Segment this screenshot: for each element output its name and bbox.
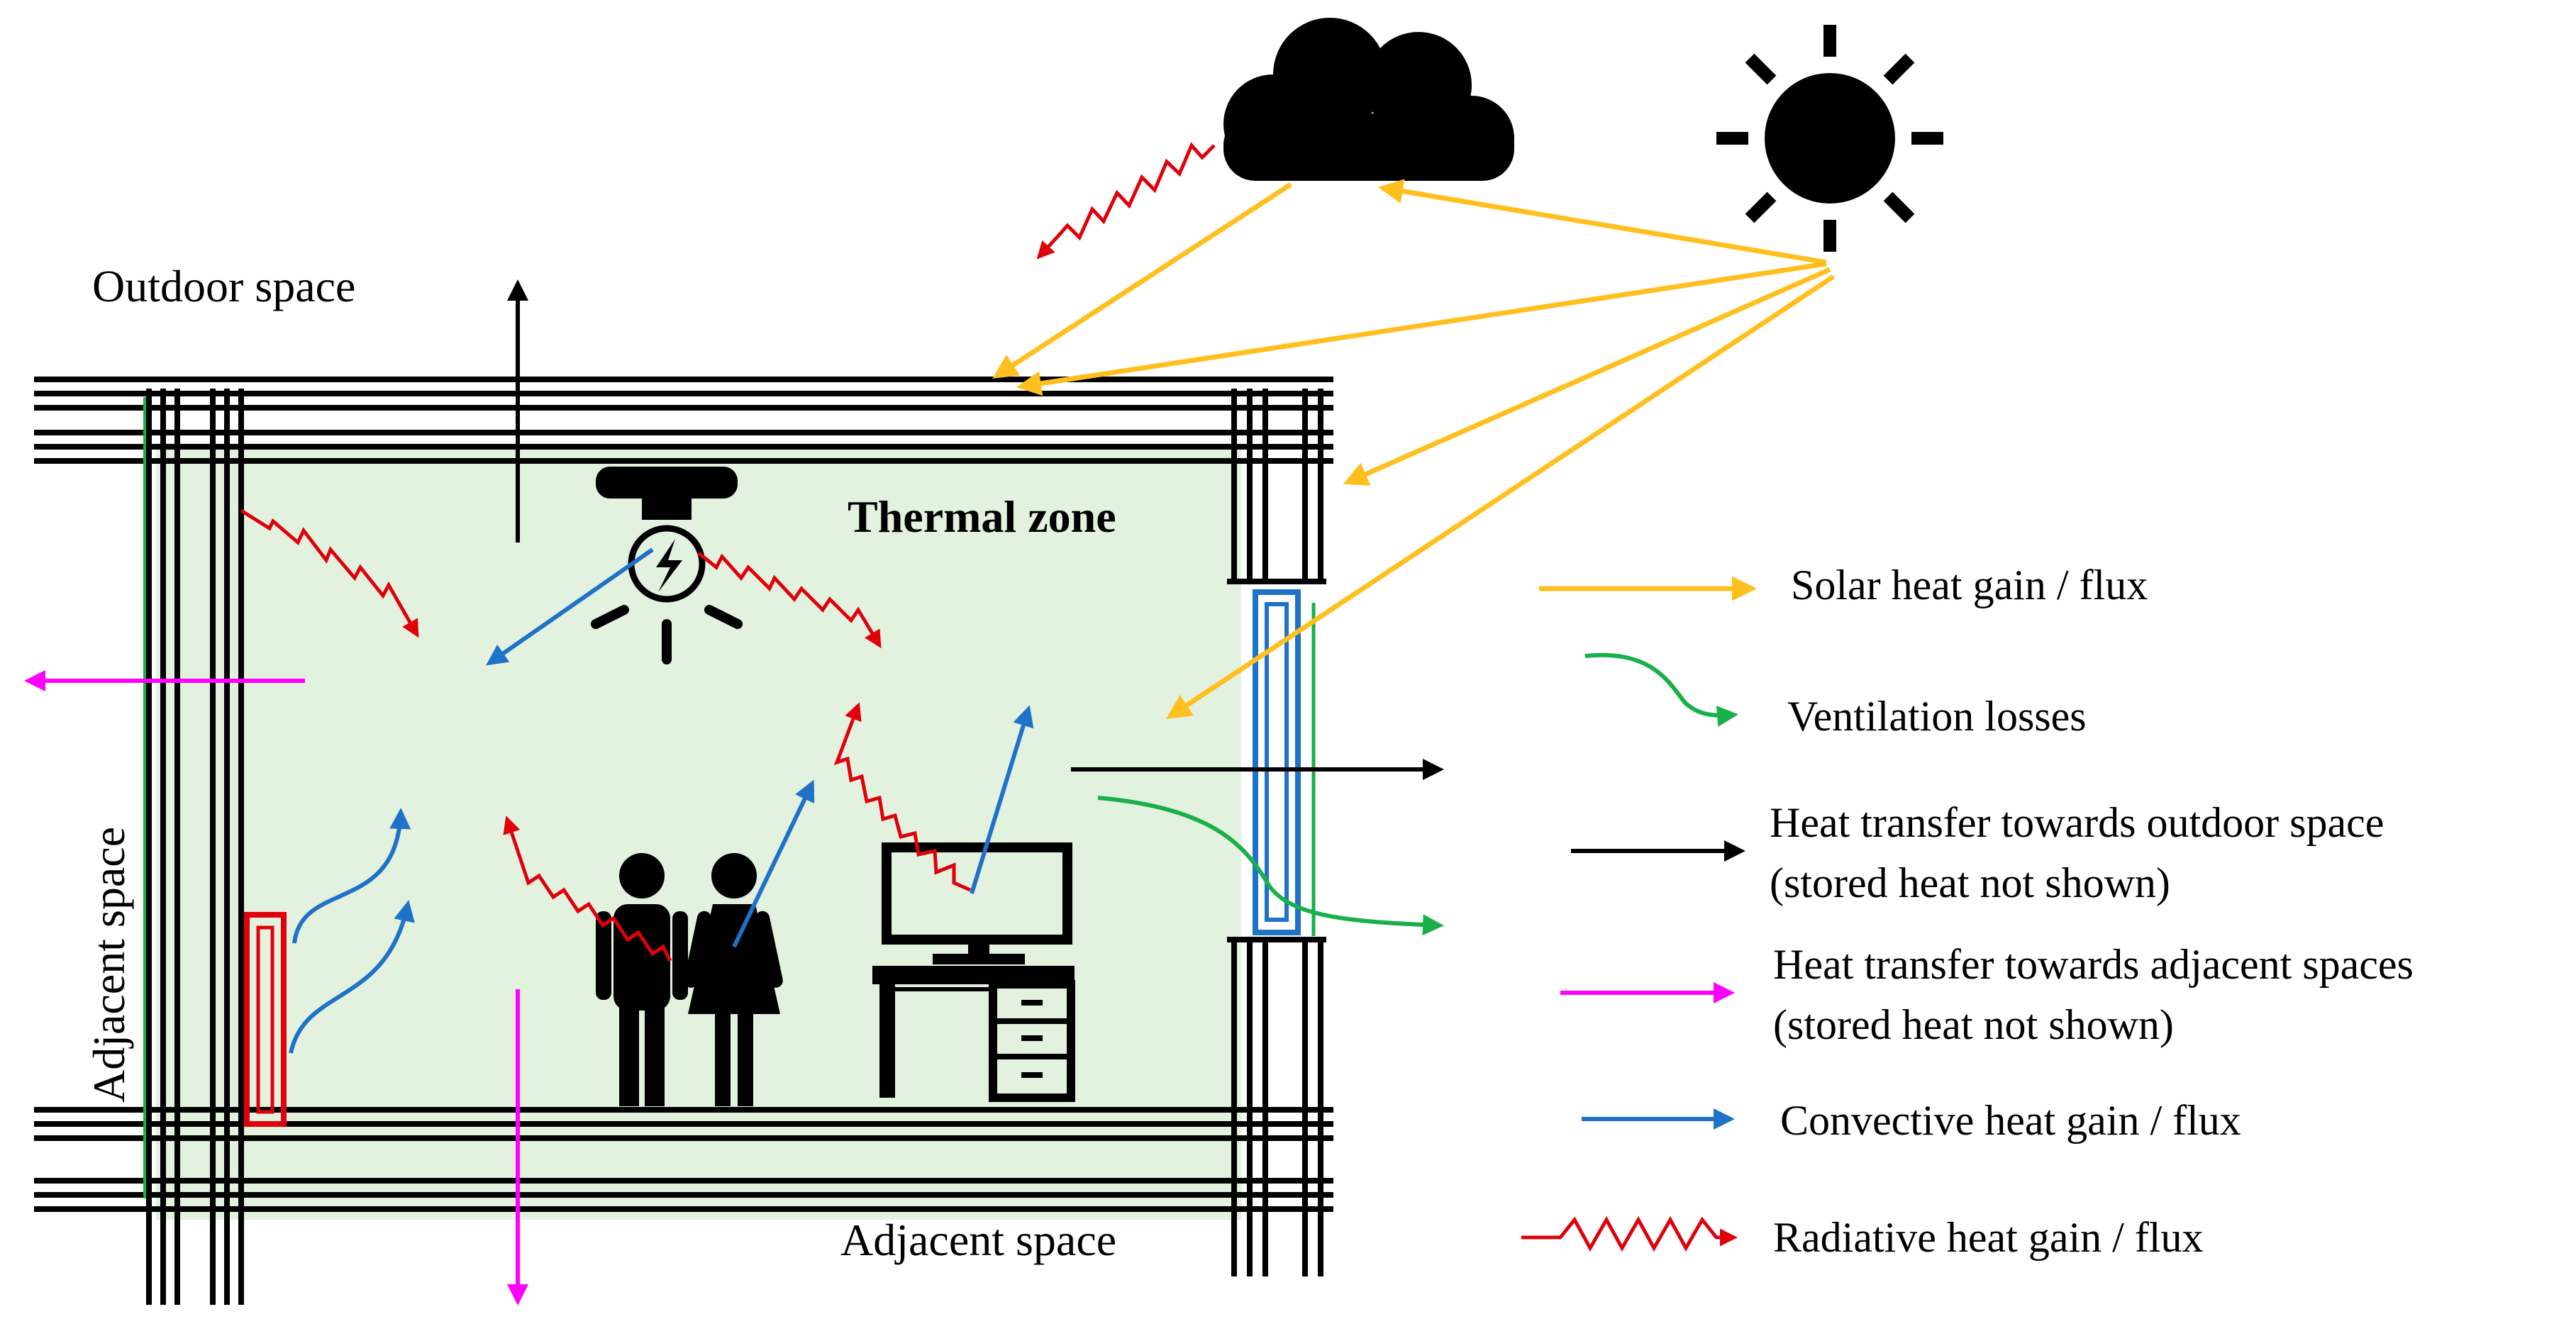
convective-arrows (289, 547, 1034, 1054)
people-icon (596, 853, 783, 1106)
legend-ventilation-swatch (1584, 652, 1738, 727)
outdoor-space-label: Outdoor space (92, 261, 355, 311)
floor-wall (34, 1107, 1333, 1212)
legend: Solar heat gain / flux Ventilation losse… (1521, 562, 2414, 1261)
computer-desk-icon (872, 842, 1075, 1102)
sun-icon (1716, 25, 1943, 252)
legend-outdoor-label-2: (stored heat not shown) (1770, 859, 2170, 906)
adjacent-space-bottom-label: Adjacent space (840, 1215, 1116, 1265)
window-icon (1253, 589, 1316, 936)
adjacent-space-left-label: Adjacent space (84, 827, 134, 1103)
solar-arrow-through-window (1166, 274, 1835, 719)
radiative-arrow-people (503, 815, 672, 962)
left-wall (146, 389, 244, 1305)
convective-arrow-light (486, 547, 654, 666)
radiative-arrow-computer (833, 702, 971, 892)
legend-radiative-swatch (1521, 1215, 1738, 1252)
solar-arrow-to-cloud (1378, 179, 1827, 265)
ceiling-wall (34, 377, 1333, 464)
radiative-arrows (240, 508, 971, 962)
cloud-icon (1223, 18, 1514, 181)
thermal-zone-area (156, 443, 1241, 1220)
solar-arrow-cloud-to-roof (992, 182, 1292, 379)
legend-adjacent-label-2: (stored heat not shown) (1773, 1001, 2174, 1048)
right-wall (1227, 389, 1326, 1276)
legend-adjacent-label-1: Heat transfer towards adjacent spaces (1773, 941, 2414, 988)
radiative-arrow-light (697, 552, 882, 649)
thermal-zone-label: Thermal zone (848, 491, 1116, 542)
convective-arrow-computer (970, 705, 1034, 894)
convective-arrow-radiator-2 (289, 900, 415, 1054)
convective-arrow-radiator-1 (292, 808, 411, 944)
radiator-icon (244, 912, 287, 1127)
radiative-arrow-ceiling-left (240, 508, 419, 638)
radiative-arrow-cloud (1036, 142, 1216, 260)
solar-arrow-to-roof (1016, 261, 1827, 396)
legend-solar-label: Solar heat gain / flux (1791, 562, 2148, 608)
solar-arrow-to-wall (1343, 267, 1831, 486)
legend-radiative-label: Radiative heat gain / flux (1773, 1214, 2203, 1261)
solar-arrows (992, 179, 1835, 719)
ventilation-arrow (1097, 796, 1444, 936)
convective-arrow-people (732, 779, 815, 948)
legend-ventilation-label: Ventilation losses (1787, 693, 2087, 740)
legend-outdoor-label-1: Heat transfer towards outdoor space (1770, 799, 2384, 846)
legend-convective-label: Convective heat gain / flux (1780, 1097, 2241, 1144)
